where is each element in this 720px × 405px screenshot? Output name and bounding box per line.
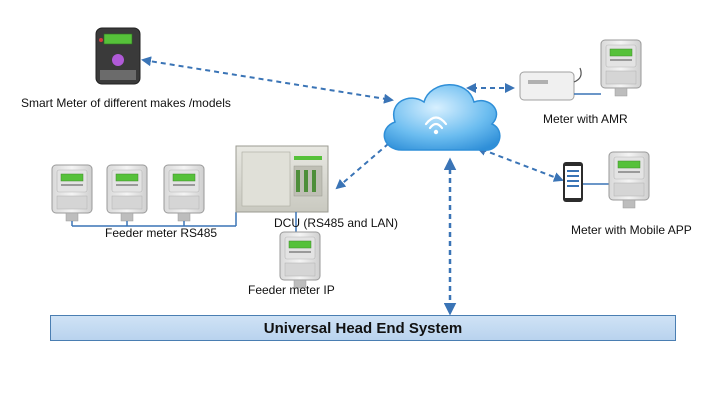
meter-amr-image [600, 39, 642, 97]
smart-meter-image [95, 27, 141, 85]
dcu-label: DCU (RS485 and LAN) [274, 216, 399, 230]
mobile-phone-icon [563, 162, 583, 202]
link-mobile-cloud [476, 146, 564, 182]
meter-amr-label: Meter with AMR [543, 112, 628, 126]
feeder-meter-2-image [106, 164, 148, 222]
head-end-system-bar: Universal Head End System [50, 315, 676, 341]
smart-meter-label: Smart Meter of different makes /models [21, 96, 231, 110]
dcu-image [235, 145, 329, 213]
wifi-dot [433, 129, 439, 135]
rs485-bus [71, 212, 237, 227]
cloud-icon [383, 84, 501, 151]
wifi-icon [424, 116, 448, 130]
feeder-ip-label: Feeder meter IP [248, 283, 335, 297]
meter-mobile-label: Meter with Mobile APP [571, 223, 692, 237]
feeder-meter-1-image [51, 164, 93, 222]
amr-modem-image [519, 67, 582, 101]
head-end-system-label: Universal Head End System [263, 319, 463, 337]
link-smart-meter-cloud [141, 56, 394, 104]
feeder-meter-ip-image [279, 231, 321, 289]
feeder-rs485-label: Feeder meter RS485 [105, 226, 218, 240]
feeder-meter-3-image [163, 164, 205, 222]
meter-mobile-image [608, 151, 650, 209]
